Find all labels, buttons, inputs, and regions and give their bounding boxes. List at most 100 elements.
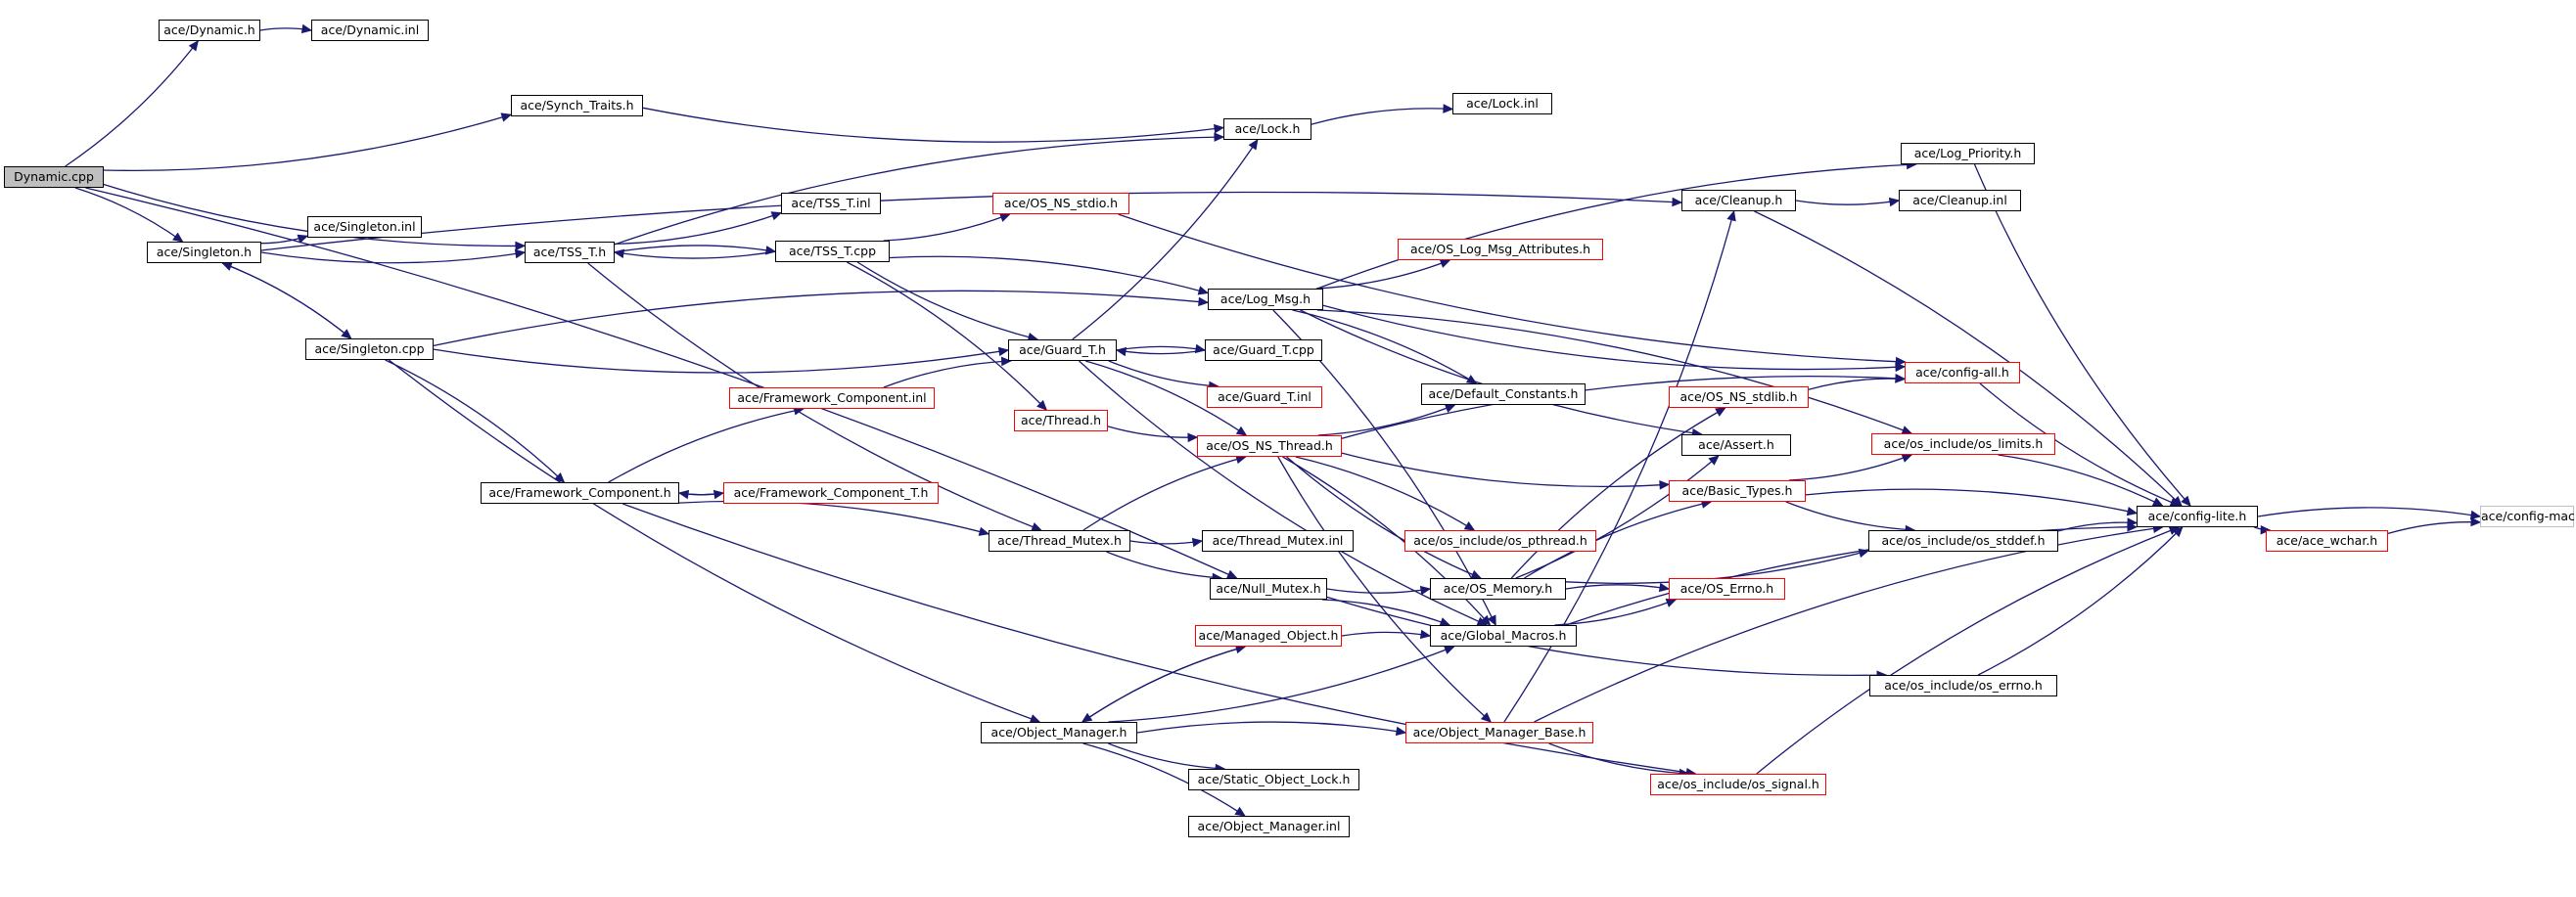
node-os-memory[interactable]: ace/OS_Memory.h: [1430, 578, 1566, 600]
node-fw-comp-inl[interactable]: ace/Framework_Component.inl: [729, 387, 935, 409]
arrowhead-os_memory-to-os_errno_h: [1658, 582, 1671, 593]
node-cleanup-inl[interactable]: ace/Cleanup.inl: [1899, 190, 2021, 211]
edge-os_ns_thread-to-os_pthread: [1295, 456, 1475, 531]
node-object-manager-base[interactable]: ace/Object_Manager_Base.h: [1405, 722, 1593, 743]
node-fw-comp-h[interactable]: ace/Framework_Component.h: [481, 482, 679, 504]
arrowhead-singleton_h-to-cleanup_h: [1672, 197, 1683, 207]
arrowhead-managed_object-to-global_macros: [1419, 629, 1432, 640]
node-fw-comp-t-h[interactable]: ace/Framework_Component_T.h: [723, 482, 939, 504]
arrowhead-dynamic_cpp-to-null_mutex: [1225, 569, 1238, 579]
node-os-errno-h[interactable]: ace/OS_Errno.h: [1669, 578, 1785, 600]
edge-guard_t_h-to-guard_t_cpp: [1116, 345, 1206, 351]
node-object-manager-inl[interactable]: ace/Object_Manager.inl: [1188, 816, 1350, 837]
node-singleton-h[interactable]: ace/Singleton.h: [147, 242, 261, 263]
edge-os_ns_thread-to-global_macros: [1282, 456, 1491, 626]
node-thread-mutex-h[interactable]: ace/Thread_Mutex.h: [989, 530, 1130, 552]
node-os-ns-thread[interactable]: ace/OS_NS_Thread.h: [1197, 435, 1342, 457]
node-lock-inl[interactable]: ace/Lock.inl: [1452, 93, 1552, 114]
edge-log_msg-to-log_priority: [1316, 163, 1916, 290]
node-object-manager-h[interactable]: ace/Object_Manager.h: [981, 722, 1137, 743]
node-null-mutex[interactable]: ace/Null_Mutex.h: [1210, 578, 1327, 600]
node-os-pthread[interactable]: ace/os_include/os_pthread.h: [1404, 530, 1596, 552]
arrowhead-config_lite-to-config_macros: [2469, 510, 2482, 520]
node-singleton-cpp[interactable]: ace/Singleton.cpp: [305, 338, 434, 360]
node-guard-t-cpp[interactable]: ace/Guard_T.cpp: [1205, 339, 1322, 361]
edge-log_msg-to-log_msg_attr: [1315, 259, 1450, 290]
edge-lock_h-to-lock_inl: [1311, 108, 1453, 125]
edge-config_all-to-config_lite: [1979, 382, 2181, 507]
arrowhead-singleton_h-to-singleton_inl: [297, 234, 309, 244]
node-default-constants[interactable]: ace/Default_Constants.h: [1421, 383, 1586, 405]
edge-thread_mutex_h-to-thread_mutex_inl: [1129, 540, 1203, 545]
node-tss-t-cpp[interactable]: ace/TSS_T.cpp: [775, 241, 890, 262]
edge-fw_comp_h-to-os_signal: [621, 503, 1696, 775]
edge-os_ns_stdlib-to-config_all: [1808, 378, 1906, 390]
arrowhead-os_ns_thread-to-basic_types: [1659, 480, 1671, 490]
edge-guard_t_h-to-global_macros: [1079, 360, 1488, 626]
edge-synch_traits-to-lock_h: [642, 107, 1224, 143]
node-log-msg[interactable]: ace/Log_Msg.h: [1208, 289, 1323, 310]
arrowhead-cleanup_h-to-cleanup_inl: [1888, 197, 1901, 207]
node-synch-traits[interactable]: ace/Synch_Traits.h: [511, 95, 643, 116]
node-log-priority[interactable]: ace/Log_Priority.h: [1901, 143, 2035, 164]
node-config-all[interactable]: ace/config-all.h: [1905, 362, 2020, 383]
node-config-macros[interactable]: ace/config-macros.h: [2480, 506, 2576, 527]
node-os-ns-stdio[interactable]: ace/OS_NS_stdio.h: [992, 193, 1129, 214]
edge-basic_types-to-os_stddef: [1785, 501, 1915, 531]
edge-os_ns_thread-to-config_all: [1341, 376, 1906, 439]
node-dynamic-inl[interactable]: ace/Dynamic.inl: [311, 20, 429, 41]
arrowhead-synch_traits-to-lock_h: [1214, 123, 1225, 134]
edge-os_limits-to-config_lite: [1998, 454, 2163, 507]
node-tss-t-h[interactable]: ace/TSS_T.h: [525, 242, 615, 263]
arrowhead-ace_wchar-to-config_macros: [2470, 516, 2482, 527]
edge-dynamic_cpp-to-singleton_h: [74, 187, 183, 243]
node-dynamic-h[interactable]: ace/Dynamic.h: [159, 20, 260, 41]
node-managed-object[interactable]: ace/Managed_Object.h: [1195, 625, 1342, 647]
arrowhead-tss_t_cpp-to-tss_t_h: [613, 248, 625, 259]
node-assert-h[interactable]: ace/Assert.h: [1681, 434, 1791, 456]
edge-thread_mutex_h-to-null_mutex: [1106, 551, 1222, 579]
edge-null_mutex-to-os_memory: [1326, 588, 1431, 594]
node-singleton-inl[interactable]: ace/Singleton.inl: [307, 216, 422, 238]
edge-tss_t_cpp-to-thread_h: [847, 261, 1047, 411]
node-dynamic-cpp[interactable]: Dynamic.cpp: [4, 166, 104, 188]
edge-object_manager_base-to-config_lite: [1534, 526, 2163, 723]
arrowhead-tss_t_cpp-to-thread_h: [1036, 399, 1048, 411]
edge-singleton_cpp-to-fw_comp_h: [385, 359, 565, 483]
node-guard-t-inl[interactable]: ace/Guard_T.inl: [1207, 386, 1322, 408]
node-os-include-errno[interactable]: ace/os_include/os_errno.h: [1869, 675, 2057, 696]
node-os-limits[interactable]: ace/os_include/os_limits.h: [1871, 433, 2055, 455]
node-log-msg-attr[interactable]: ace/OS_Log_Msg_Attributes.h: [1398, 239, 1603, 260]
edge-guard_t_h-to-lock_h: [1072, 139, 1259, 340]
arrowhead-log_msg-to-global_macros: [1487, 614, 1496, 627]
node-global-macros[interactable]: ace/Global_Macros.h: [1430, 625, 1577, 647]
edge-log_msg-to-assert_h: [1300, 309, 1702, 435]
node-os-stddef[interactable]: ace/os_include/os_stddef.h: [1868, 530, 2058, 552]
node-os-ns-stdlib[interactable]: ace/OS_NS_stdlib.h: [1669, 386, 1809, 408]
edge-log_msg-to-os_limits: [1316, 309, 1912, 434]
arrowhead-log_msg-to-log_msg_attr: [1439, 258, 1451, 268]
edge-guard_t_h-to-os_ns_thread: [1085, 360, 1247, 436]
node-guard-t-h[interactable]: ace/Guard_T.h: [1008, 339, 1117, 361]
edge-os_memory-to-basic_types: [1524, 501, 1712, 579]
node-basic-types[interactable]: ace/Basic_Types.h: [1669, 480, 1806, 502]
arrowhead-os_memory-to-os_ns_stdlib: [1715, 407, 1726, 417]
node-ace-wchar[interactable]: ace/ace_wchar.h: [2266, 530, 2388, 552]
edge-log_priority-to-config_lite: [1973, 163, 2191, 507]
edge-layer: [65, 23, 2482, 817]
edge-log_msg-to-default_constants: [1292, 309, 1477, 384]
node-thread-h[interactable]: ace/Thread.h: [1014, 410, 1108, 431]
node-static-object-lock[interactable]: ace/Static_Object_Lock.h: [1188, 769, 1359, 790]
node-lock-h[interactable]: ace/Lock.h: [1223, 118, 1311, 140]
node-tss-t-inl[interactable]: ace/TSS_T.inl: [781, 193, 881, 214]
arrowhead-singleton_cpp-to-log_msg: [1198, 296, 1210, 307]
node-cleanup-h[interactable]: ace/Cleanup.h: [1681, 190, 1796, 211]
arrowhead-basic_types-to-config_lite: [2126, 506, 2139, 516]
arrowhead-global_macros-to-os_errno_h: [1665, 598, 1678, 607]
node-thread-mutex-inl[interactable]: ace/Thread_Mutex.inl: [1202, 530, 1354, 552]
node-config-lite[interactable]: ace/config-lite.h: [2137, 506, 2258, 527]
edge-null_mutex-to-os_include_errno: [1326, 596, 1887, 677]
node-os-signal[interactable]: ace/os_include/os_signal.h: [1650, 774, 1826, 795]
arrowhead-dynamic_cpp-to-tss_t_h: [515, 241, 527, 251]
